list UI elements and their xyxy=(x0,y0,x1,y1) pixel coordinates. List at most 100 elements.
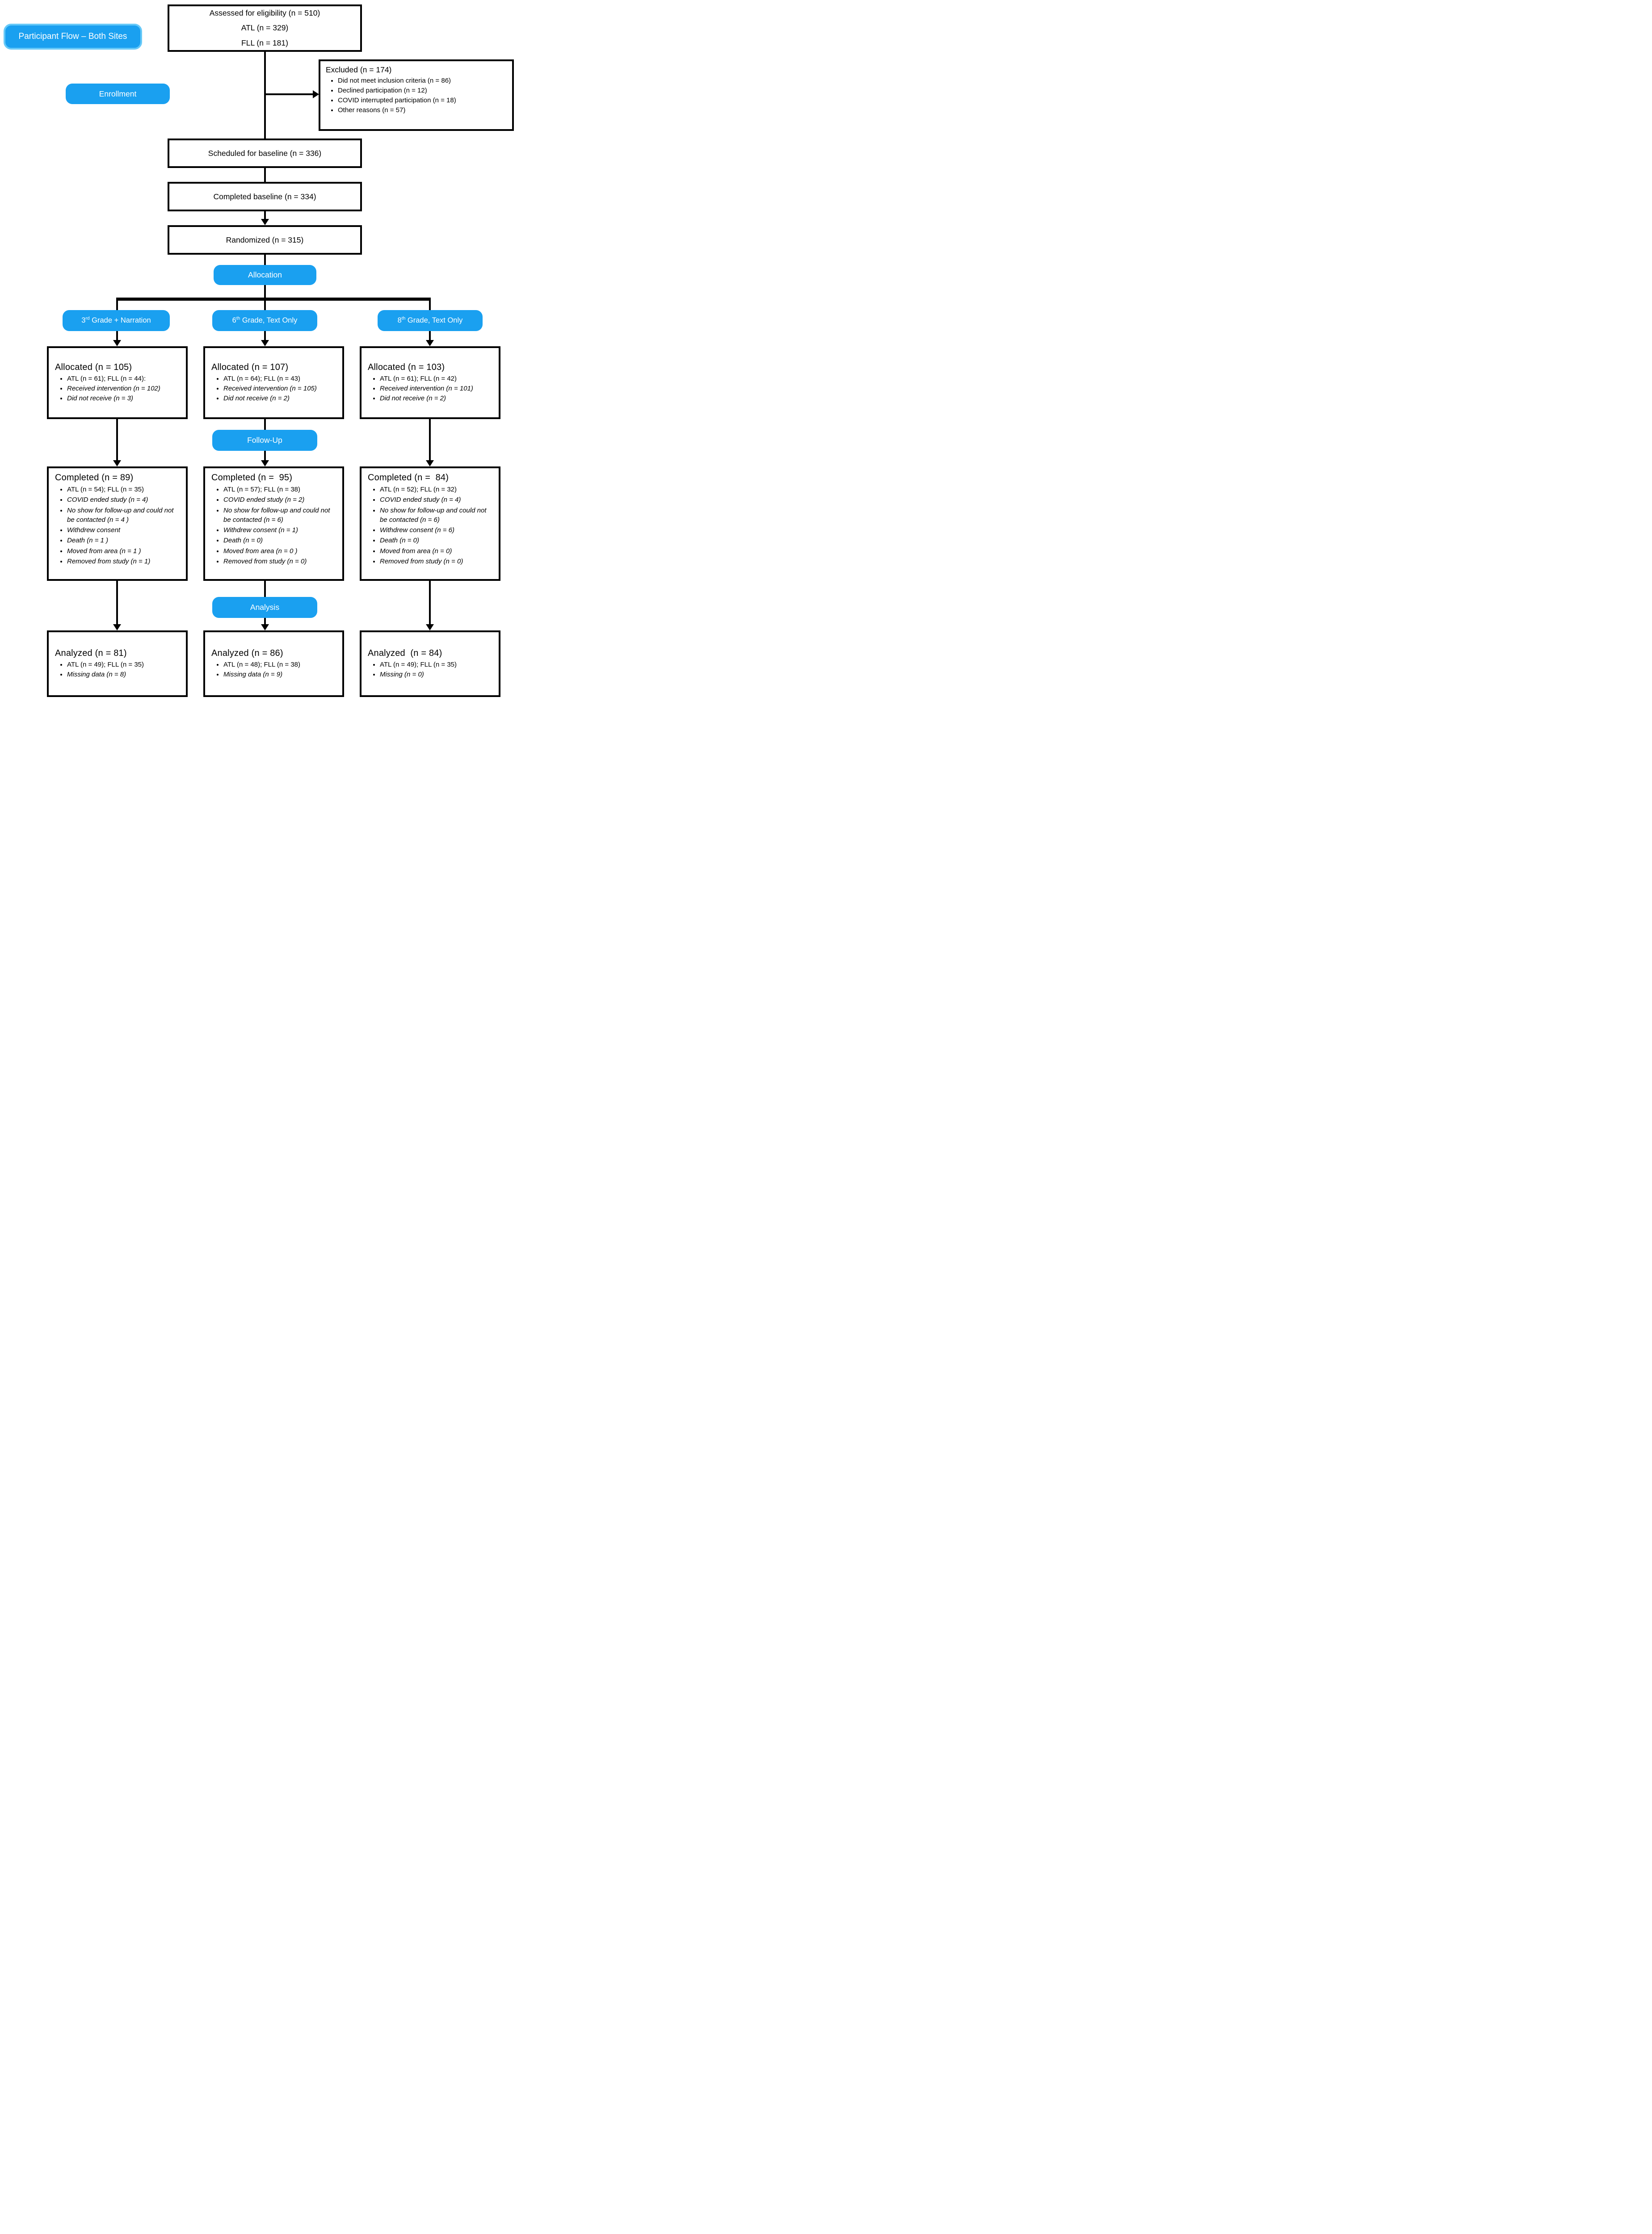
arm-badge-6th-grade: 6th Grade, Text Only xyxy=(212,310,317,331)
bullet-item: Received intervention (n = 105) xyxy=(223,384,338,393)
connector-followup-completed2 xyxy=(264,451,266,461)
bullet-item: ATL (n = 49); FLL (n = 35) xyxy=(67,660,181,669)
connector-allocated1-completed1 xyxy=(116,419,118,461)
bullet-item: Received intervention (n = 101) xyxy=(380,384,494,393)
excluded-box: Excluded (n = 174) Did not meet inclusio… xyxy=(319,59,514,131)
completed-2-bullet-list: ATL (n = 57); FLL (n = 38)COVID ended st… xyxy=(211,485,338,566)
allocated-box-2: Allocated (n = 107) ATL (n = 64); FLL (n… xyxy=(203,346,344,419)
analyzed-2-bullet-list: ATL (n = 48); FLL (n = 38)Missing data (… xyxy=(211,660,338,680)
completed-1-bullet-list: ATL (n = 54); FLL (n = 35)COVID ended st… xyxy=(55,485,181,566)
analyzed-box-1: Analyzed (n = 81) ATL (n = 49); FLL (n =… xyxy=(47,630,188,697)
connector-allocated2-followup xyxy=(264,419,266,430)
connector-allocated3-completed3 xyxy=(429,419,431,461)
bullet-item: Withdrew consent xyxy=(67,525,181,535)
excluded-bullet-list: Did not meet inclusion criteria (n = 86)… xyxy=(326,76,509,115)
connector-arm1-allocated xyxy=(116,331,118,340)
scheduled-box: Scheduled for baseline (n = 336) xyxy=(168,139,362,168)
connector-analysis-analyzed2 xyxy=(264,618,266,625)
connector-assessed-scheduled xyxy=(264,52,266,139)
followup-label: Follow-Up xyxy=(247,436,282,445)
bullet-item: No show for follow-up and could not be c… xyxy=(223,506,338,525)
analysis-label: Analysis xyxy=(250,603,280,612)
bullet-item: COVID interrupted participation (n = 18) xyxy=(338,96,509,105)
branch-line xyxy=(116,298,431,301)
connector-arm3-allocated xyxy=(429,331,431,340)
bullet-item: ATL (n = 52); FLL (n = 32) xyxy=(380,485,494,494)
bullet-item: Withdrew consent (n = 6) xyxy=(380,525,494,535)
connector-completed1-analyzed1 xyxy=(116,581,118,625)
analyzed-3-bullet-list: ATL (n = 49); FLL (n = 35)Missing (n = 0… xyxy=(368,660,494,680)
arrowhead-down-icon xyxy=(113,624,121,630)
allocated-box-1: Allocated (n = 105) ATL (n = 61); FLL (n… xyxy=(47,346,188,419)
bullet-item: Did not receive (n = 3) xyxy=(67,394,181,403)
completed-box-1: Completed (n = 89) ATL (n = 54); FLL (n … xyxy=(47,466,188,581)
connector-arm2-allocated xyxy=(264,331,266,340)
bullet-item: Removed from study (n = 0) xyxy=(223,557,338,566)
arrowhead-down-icon xyxy=(261,340,269,346)
allocated-3-bullet-list: ATL (n = 61); FLL (n = 42)Received inter… xyxy=(368,374,494,403)
assessed-box: Assessed for eligibility (n = 510) ATL (… xyxy=(168,4,362,52)
arrowhead-down-icon xyxy=(113,460,121,466)
arm-badge-8th-grade: 8th Grade, Text Only xyxy=(378,310,483,331)
allocated-box-3: Allocated (n = 103) ATL (n = 61); FLL (n… xyxy=(360,346,500,419)
allocated-1-bullet-list: ATL (n = 61); FLL (n = 44):Received inte… xyxy=(55,374,181,403)
arrowhead-down-icon xyxy=(113,340,121,346)
bullet-item: Removed from study (n = 0) xyxy=(380,557,494,566)
bullet-item: ATL (n = 61); FLL (n = 42) xyxy=(380,374,494,383)
participant-flow-diagram: Participant Flow – Both Sites Enrollment… xyxy=(0,0,516,699)
bullet-item: COVID ended study (n = 4) xyxy=(67,495,181,504)
bullet-item: No show for follow-up and could not be c… xyxy=(67,506,181,525)
arrowhead-down-icon xyxy=(426,624,434,630)
completed-baseline-box: Completed baseline (n = 334) xyxy=(168,182,362,211)
connector-scheduled-completedbaseline xyxy=(264,168,266,182)
bullet-item: Withdrew consent (n = 1) xyxy=(223,525,338,535)
scheduled-label: Scheduled for baseline (n = 336) xyxy=(208,148,322,158)
bullet-item: Did not meet inclusion criteria (n = 86) xyxy=(338,76,509,85)
connector-branch-arm3 xyxy=(429,298,431,310)
assessed-line3: FLL (n = 181) xyxy=(241,38,288,47)
arrowhead-down-icon xyxy=(426,340,434,346)
bullet-item: Death (n = 0) xyxy=(380,536,494,545)
bullet-item: Moved from area (n = 0) xyxy=(380,546,494,556)
analyzed-box-2: Analyzed (n = 86) ATL (n = 48); FLL (n =… xyxy=(203,630,344,697)
analyzed-box-3: Analyzed (n = 84) ATL (n = 49); FLL (n =… xyxy=(360,630,500,697)
bullet-item: Missing data (n = 8) xyxy=(67,670,181,679)
arm-8th-label: 8th Grade, Text Only xyxy=(397,316,463,324)
arm-badge-3rd-grade: 3rd Grade + Narration xyxy=(63,310,170,331)
connector-completed3-analyzed3 xyxy=(429,581,431,625)
allocation-label: Allocation xyxy=(248,270,282,279)
connector-randomized-allocation xyxy=(264,255,266,265)
completed-box-3: Completed (n = 84) ATL (n = 52); FLL (n … xyxy=(360,466,500,581)
completed-2-title: Completed (n = 95) xyxy=(211,473,293,483)
analysis-badge: Analysis xyxy=(212,597,317,618)
bullet-item: ATL (n = 49); FLL (n = 35) xyxy=(380,660,494,669)
enrollment-badge: Enrollment xyxy=(66,84,170,104)
assessed-line2: ATL (n = 329) xyxy=(241,23,289,33)
connector-branch-arm1 xyxy=(116,298,118,310)
participant-flow-title-label: Participant Flow – Both Sites xyxy=(18,32,127,41)
completed-3-bullet-list: ATL (n = 52); FLL (n = 32)COVID ended st… xyxy=(368,485,494,566)
allocation-badge: Allocation xyxy=(214,265,316,285)
analyzed-1-bullet-list: ATL (n = 49); FLL (n = 35)Missing data (… xyxy=(55,660,181,680)
bullet-item: ATL (n = 57); FLL (n = 38) xyxy=(223,485,338,494)
bullet-item: COVID ended study (n = 4) xyxy=(380,495,494,504)
analyzed-2-title: Analyzed (n = 86) xyxy=(211,648,283,658)
arrowhead-down-icon xyxy=(426,460,434,466)
participant-flow-title-badge: Participant Flow – Both Sites xyxy=(4,24,142,50)
allocated-1-title: Allocated (n = 105) xyxy=(55,362,132,372)
bullet-item: ATL (n = 48); FLL (n = 38) xyxy=(223,660,338,669)
completed-box-2: Completed (n = 95) ATL (n = 57); FLL (n … xyxy=(203,466,344,581)
bullet-item: Received intervention (n = 102) xyxy=(67,384,181,393)
bullet-item: Missing data (n = 9) xyxy=(223,670,338,679)
assessed-line1: Assessed for eligibility (n = 510) xyxy=(209,8,320,18)
bullet-item: Death (n = 1 ) xyxy=(67,536,181,545)
bullet-item: Did not receive (n = 2) xyxy=(223,394,338,403)
bullet-item: ATL (n = 61); FLL (n = 44): xyxy=(67,374,181,383)
bullet-item: Moved from area (n = 0 ) xyxy=(223,546,338,556)
arm-3rd-label: 3rd Grade + Narration xyxy=(81,316,151,324)
bullet-item: ATL (n = 54); FLL (n = 35) xyxy=(67,485,181,494)
bullet-item: Did not receive (n = 2) xyxy=(380,394,494,403)
analyzed-3-title: Analyzed (n = 84) xyxy=(368,648,442,658)
bullet-item: Moved from area (n = 1 ) xyxy=(67,546,181,556)
bullet-item: Missing (n = 0) xyxy=(380,670,494,679)
